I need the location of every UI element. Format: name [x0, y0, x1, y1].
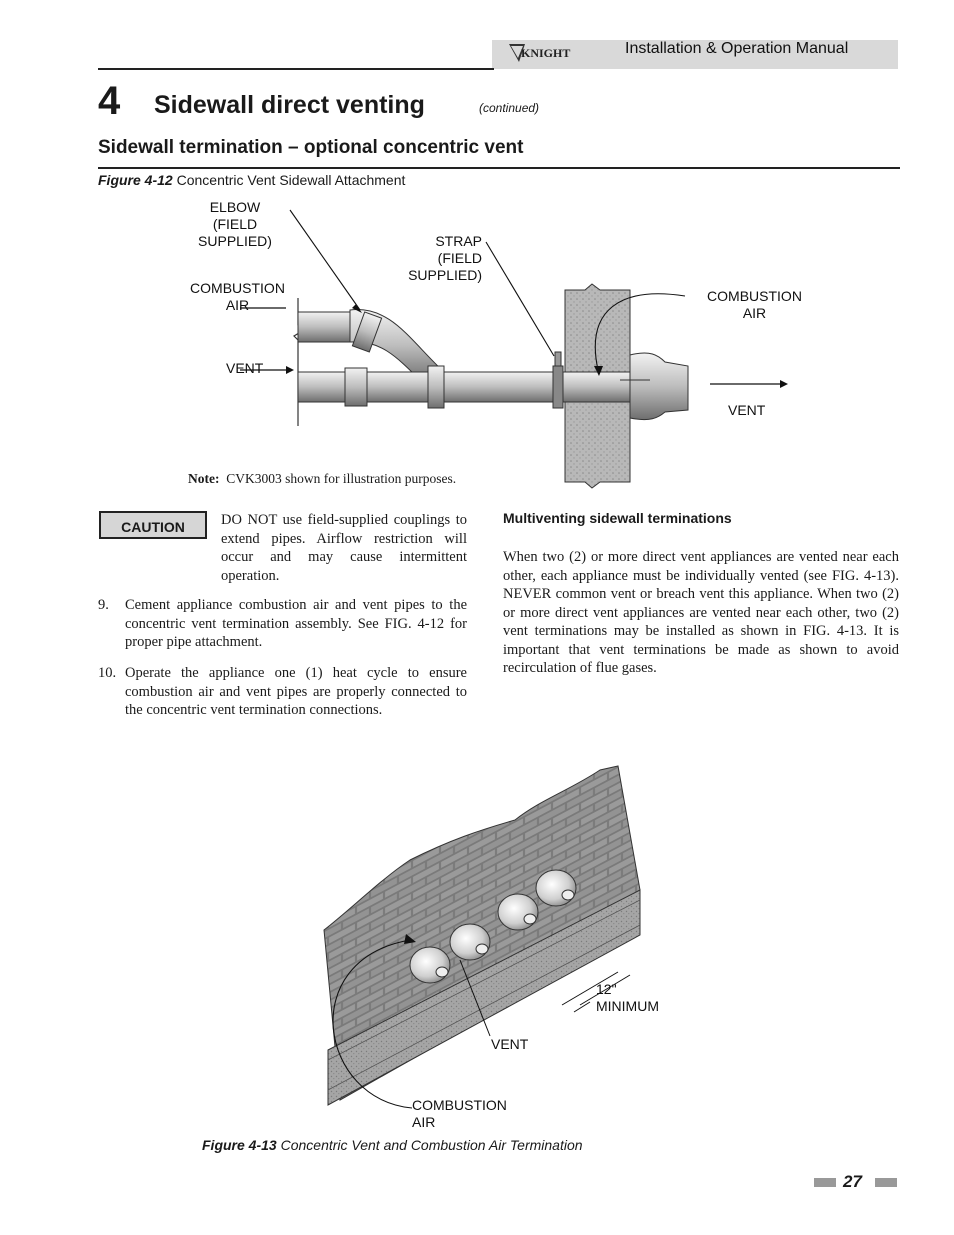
svg-text:KNIGHT: KNIGHT: [521, 46, 570, 60]
step-text: Cement appliance combustion air and vent…: [125, 597, 467, 650]
vent-left-label: VENT: [226, 360, 264, 376]
elbow-label: ELBOW (FIELD SUPPLIED): [190, 199, 280, 250]
header-rule: [98, 68, 494, 70]
combustion-air-left-label: COMBUSTION AIR: [180, 280, 295, 314]
multivent-text: When two (2) or more direct vent applian…: [503, 549, 899, 676]
note-text: CVK3003 shown for illustration purposes.: [226, 471, 457, 486]
manual-title: Installation & Operation Manual: [625, 40, 849, 57]
page-bar-right: [875, 1178, 897, 1187]
figure-4-13-number: Figure 4-13: [202, 1137, 277, 1153]
step-text: Operate the appliance one (1) heat cycle…: [125, 665, 467, 718]
note-label: Note:: [188, 471, 220, 486]
combustion-air-right-label: COMBUSTION AIR: [697, 288, 812, 322]
combustion-air-label: COMBUSTION AIR: [412, 1097, 507, 1131]
vent-cap: [409, 869, 577, 984]
figure-4-13-title: Concentric Vent and Combustion Air Termi…: [280, 1137, 583, 1153]
strap-label-line-2: (FIELD: [437, 250, 482, 266]
chapter-number: 4: [98, 79, 121, 123]
figure-4-12-title: Concentric Vent Sidewall Attachment: [176, 172, 406, 188]
strap-label-line-1: STRAP: [435, 233, 482, 249]
minimum-label: 12" MINIMUM: [596, 981, 659, 1015]
header-bar: [492, 40, 898, 69]
figure-note: Note: CVK3003 shown for illustration pur…: [188, 471, 456, 487]
elbow-label-line-2: (FIELD: [212, 216, 258, 232]
elbow-label-line-1: ELBOW: [209, 199, 261, 215]
page-number: 27: [843, 1172, 862, 1191]
figure-4-13-caption: Figure 4-13 Concentric Vent and Combusti…: [202, 1137, 583, 1153]
figure-4-12-drawing: [240, 209, 788, 489]
section-rule: [98, 167, 900, 169]
strap-label: STRAP (FIELD SUPPLIED): [390, 233, 482, 284]
step-9: 9. Cement appliance combustion air and v…: [98, 596, 467, 652]
strap-label-line-3: SUPPLIED): [408, 267, 482, 283]
section-title: Sidewall termination – optional concentr…: [98, 137, 524, 158]
page-bar-left: [814, 1178, 836, 1187]
combustion-air-right-line-2: AIR: [742, 305, 767, 321]
minimum-label-line-1: 12": [596, 981, 617, 997]
caution-badge: CAUTION: [99, 511, 207, 539]
knight-logo: KNIGHT: [509, 44, 570, 62]
chapter-continued: (continued): [479, 101, 540, 115]
minimum-label-line-2: MINIMUM: [596, 998, 659, 1014]
figure-4-13-drawing: [323, 765, 641, 1109]
vent-label: VENT: [491, 1036, 529, 1052]
step-number: 9.: [98, 597, 109, 613]
combustion-air-label-line-2: AIR: [412, 1114, 436, 1130]
figure-4-12-caption: Figure 4-12 Concentric Vent Sidewall Att…: [98, 172, 405, 188]
caution-text: DO NOT use field-supplied couplings to e…: [221, 512, 467, 584]
step-10: 10. Operate the appliance one (1) heat c…: [98, 664, 467, 720]
step-number: 10.: [98, 665, 117, 681]
elbow-label-line-3: SUPPLIED): [198, 233, 272, 249]
combustion-air-left-line-2: AIR: [225, 297, 250, 313]
vent-right-label: VENT: [728, 402, 766, 418]
combustion-air-left-line-1: COMBUSTION: [190, 280, 285, 296]
chapter-title: Sidewall direct venting: [154, 91, 425, 119]
combustion-air-right-line-1: COMBUSTION: [707, 288, 802, 304]
figure-4-12-number: Figure 4-12: [98, 172, 173, 188]
combustion-air-label-line-1: COMBUSTION: [412, 1097, 507, 1113]
multivent-heading: Multiventing sidewall terminations: [503, 510, 732, 526]
